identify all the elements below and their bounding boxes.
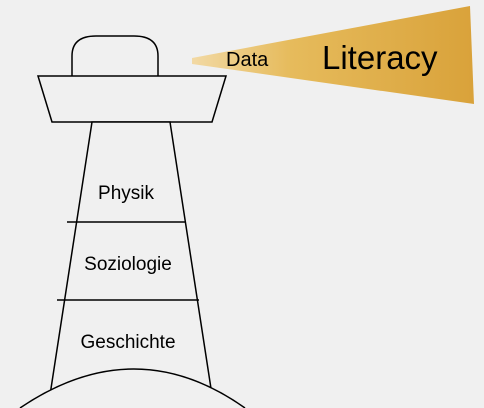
beam-label-small: Data	[226, 49, 269, 71]
section-label-soziologie: Soziologie	[84, 254, 172, 275]
section-label-physik: Physik	[98, 183, 154, 204]
lighthouse-tower	[47, 121, 215, 408]
section-label-geschichte: Geschichte	[80, 332, 175, 353]
ground-hill	[19, 368, 246, 408]
lighthouse-gallery	[36, 75, 228, 123]
light-beam	[192, 6, 474, 104]
beam-label-large: Literacy	[322, 39, 438, 76]
lamp-dome	[71, 35, 159, 76]
